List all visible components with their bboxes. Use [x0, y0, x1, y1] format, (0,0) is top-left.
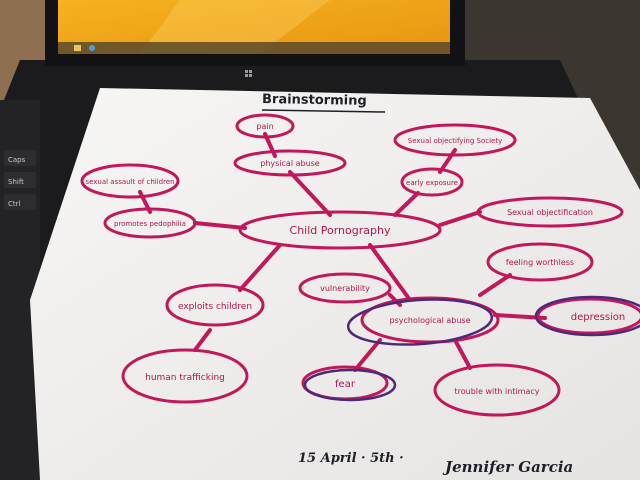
- node-promotes-pedophilia-label: promotes pedophilia: [114, 220, 186, 228]
- node-sexual-objectifying-society-label: Sexual objectifying Society: [408, 137, 502, 145]
- node-sexual-assault-label: sexual assault of children: [85, 178, 174, 186]
- node-depression: [536, 297, 640, 335]
- paper-sheet: [30, 88, 640, 480]
- node-human-trafficking: [121, 348, 249, 404]
- purple-circle-psychological-abuse: [346, 298, 494, 346]
- node-trouble-with-intimacy-label: trouble with intimacy: [455, 387, 540, 396]
- node-pain: [235, 113, 295, 139]
- key-caps: Caps: [8, 156, 26, 164]
- windows-logo-icon: [245, 70, 252, 77]
- node-physical-abuse-label: physical abuse: [260, 159, 320, 168]
- purple-circle-fear: [303, 368, 397, 402]
- node-center-label: Child Pornography: [290, 224, 391, 237]
- node-vulnerability: [298, 272, 392, 304]
- node-sexual-objectification-label: Sexual objectification: [507, 208, 593, 217]
- node-pain-label: pain: [256, 122, 273, 131]
- heading-underline: [261, 109, 386, 113]
- signature-date: 15 April · 5th ·: [298, 451, 404, 466]
- node-feeling-worthless-label: feeling worthless: [506, 258, 574, 267]
- node-psychological-abuse-label: psychological abuse: [390, 316, 471, 325]
- node-exploits-children-label: exploits children: [178, 302, 252, 312]
- taskbar-folder-icon: [74, 45, 81, 51]
- signature-name: Jennifer Garcia: [442, 458, 573, 476]
- node-feeling-worthless: [486, 242, 594, 282]
- node-sexual-objectification: [476, 196, 624, 228]
- taskbar-ie-icon: [89, 45, 95, 51]
- node-human-trafficking-label: human trafficking: [145, 373, 225, 383]
- node-center: [238, 210, 442, 250]
- purple-circle-depression: [534, 295, 640, 337]
- node-early-exposure-label: early exposure: [406, 179, 458, 187]
- node-early-exposure: [400, 167, 464, 197]
- node-fear-label: fear: [335, 379, 356, 390]
- screen-glare: [140, 0, 330, 54]
- node-promotes-pedophilia: [103, 207, 197, 239]
- heading-brainstorming: Brainstorming: [262, 92, 367, 109]
- node-sexual-assault: [80, 163, 180, 199]
- node-physical-abuse: [233, 149, 347, 177]
- node-vulnerability-label: vulnerability: [320, 284, 370, 293]
- taskbar: [58, 42, 450, 54]
- node-trouble-with-intimacy: [433, 363, 561, 417]
- node-exploits-children: [165, 283, 265, 327]
- key-ctrl: Ctrl: [8, 200, 21, 208]
- node-sexual-objectifying-society: [393, 123, 517, 157]
- key-shift: Shift: [8, 178, 24, 186]
- node-depression-label: depression: [571, 312, 626, 323]
